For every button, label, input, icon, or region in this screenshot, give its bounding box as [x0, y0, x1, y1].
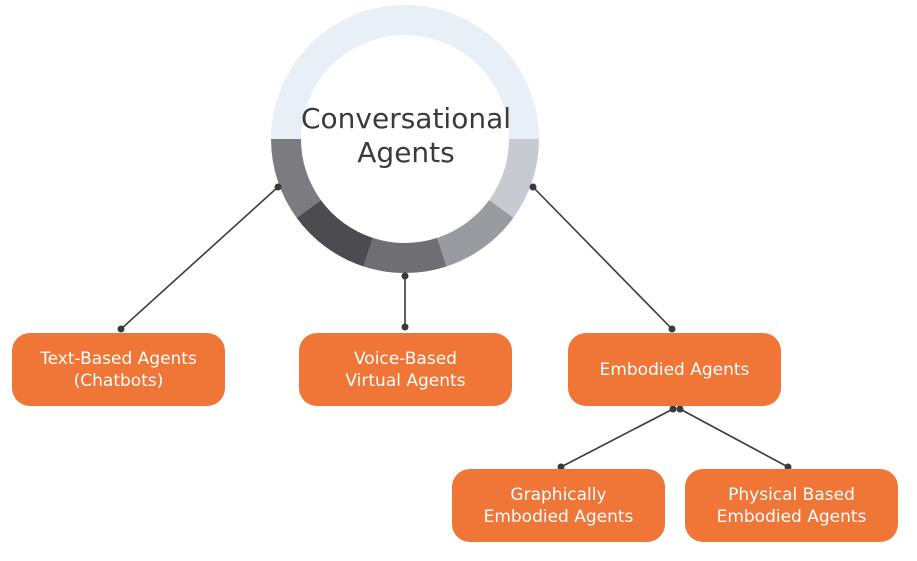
connector-graphically-embodied	[560, 408, 674, 468]
center-title: Conversational Agents	[300, 102, 512, 169]
connectors	[117, 183, 792, 471]
ring-segment	[489, 139, 539, 218]
node-text-based-agents: Text-Based Agents (Chatbots)	[12, 333, 225, 406]
connector-dot	[669, 405, 677, 413]
connector-dot	[529, 183, 537, 191]
connector-dot	[117, 325, 125, 333]
node-graphically-embodied-agents: Graphically Embodied Agents	[452, 469, 665, 542]
ring-segment	[271, 139, 321, 218]
center-ring	[271, 5, 539, 273]
node-embodied-agents: Embodied Agents	[568, 333, 781, 406]
connector-dot	[784, 463, 792, 471]
connector-text-based	[120, 186, 279, 330]
ring-segment	[363, 237, 447, 273]
connector-dot	[274, 183, 282, 191]
ring-segment	[437, 200, 514, 267]
node-physical-embodied-agents: Physical Based Embodied Agents	[685, 469, 898, 542]
connector-dot	[401, 272, 409, 280]
connector-embodied	[532, 186, 673, 330]
connector-dot	[676, 405, 684, 413]
connector-dot	[557, 463, 565, 471]
connector-physical-embodied	[679, 408, 789, 468]
node-voice-based-virtual-agents: Voice-Based Virtual Agents	[299, 333, 512, 406]
connector-dot	[401, 323, 409, 331]
ring-segment	[271, 5, 539, 139]
ring-segment	[296, 200, 373, 267]
connector-dot	[668, 325, 676, 333]
